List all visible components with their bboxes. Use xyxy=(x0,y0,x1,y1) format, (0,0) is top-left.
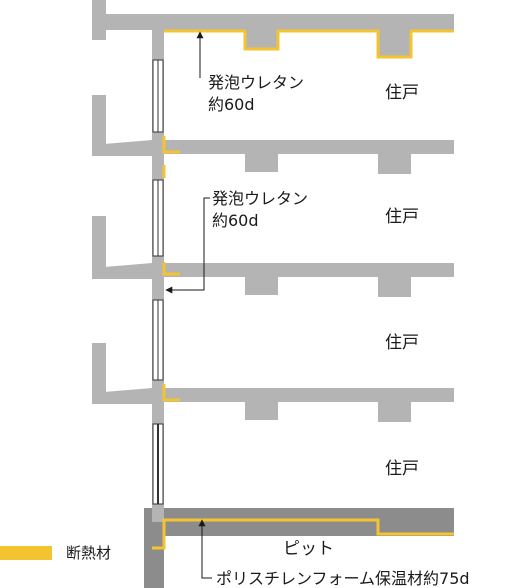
unit-label-4: 住戸 xyxy=(385,459,419,479)
roof-slab xyxy=(92,0,454,56)
polystyrene-label: ポリスチレンフォーム保温材約75d xyxy=(216,569,470,588)
windows xyxy=(152,59,164,505)
legend: 断熱材 xyxy=(0,544,111,562)
exterior-wall xyxy=(152,14,164,509)
floor-slab-1 xyxy=(92,95,454,174)
unit-label-2: 住戸 xyxy=(385,207,419,227)
insulation-lines xyxy=(152,29,454,550)
unit-label-3: 住戸 xyxy=(385,333,419,353)
floor-slab-2 xyxy=(92,216,454,297)
urethane-label-1-thickness: 約60d xyxy=(208,95,255,114)
urethane-label-1: 発泡ウレタン xyxy=(208,73,304,92)
urethane-label-2: 発泡ウレタン xyxy=(212,189,308,208)
legend-insulation-swatch xyxy=(0,546,52,560)
pit-label: ピット xyxy=(283,539,334,559)
unit-label-1: 住戸 xyxy=(385,83,419,103)
floor-slab-3 xyxy=(92,343,454,422)
leader-lines xyxy=(165,31,212,579)
urethane-label-2-thickness: 約60d xyxy=(212,211,259,230)
legend-insulation-label: 断熱材 xyxy=(66,544,111,562)
